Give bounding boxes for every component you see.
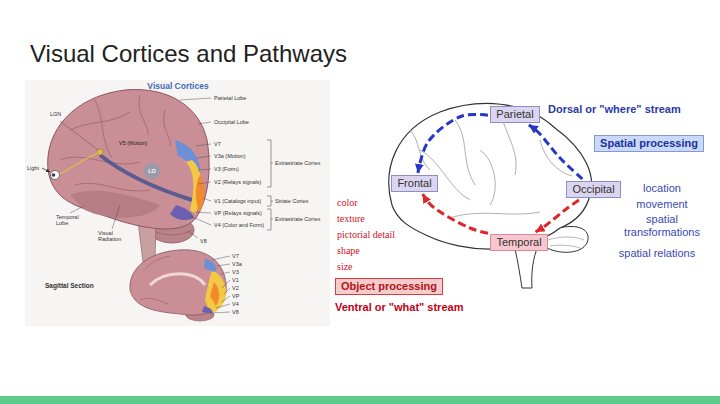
feature-item: size xyxy=(337,261,353,273)
area-label: V3 (Form) xyxy=(214,166,239,172)
input-label: Light xyxy=(27,165,39,171)
processing-box: Object processing xyxy=(335,278,443,295)
optic-tract xyxy=(58,153,98,175)
stream-arrow xyxy=(423,194,488,233)
area-v1 xyxy=(210,282,219,306)
node-text: Occipital xyxy=(572,183,614,195)
brainstem-outline xyxy=(515,246,538,288)
area-label: VP xyxy=(232,293,239,299)
slide-title: Visual Cortices and Pathways xyxy=(30,40,347,68)
lobe-box: Frontal xyxy=(391,175,438,192)
stream-arrow xyxy=(418,114,488,173)
area-v3 xyxy=(204,258,216,272)
eye xyxy=(51,171,60,180)
area-label: V7 xyxy=(214,141,221,147)
node-text: Frontal xyxy=(397,177,431,189)
cortex-group-label: Striate Cortex xyxy=(275,198,309,204)
tract-label: Visual Radiation xyxy=(98,230,130,243)
area-label: V4 (Color and Form) xyxy=(214,222,264,228)
area-label: V3a xyxy=(232,261,242,267)
gyri xyxy=(60,95,170,191)
temporal-lobe xyxy=(70,191,160,218)
nucleus-label: LGN xyxy=(50,111,61,117)
area-label: V4 xyxy=(232,301,239,307)
feature-item: texture xyxy=(337,213,365,225)
area-label: V1 xyxy=(232,277,239,283)
area-v2 xyxy=(205,270,226,314)
light-arrow xyxy=(42,168,50,172)
cortex-group-label: Extrastriate Cortex xyxy=(275,160,321,166)
stream-arrow xyxy=(529,125,583,179)
feature-item: movement xyxy=(636,198,687,211)
brain-lateral xyxy=(48,90,209,229)
feature-item: color xyxy=(337,197,358,209)
gyri xyxy=(140,256,170,304)
lobe-label: Temporal Lobe xyxy=(56,214,84,227)
feature-item: shape xyxy=(337,245,360,257)
stream-title: Dorsal or "where" stream xyxy=(548,103,681,116)
image-panel xyxy=(25,80,330,326)
area-v1 xyxy=(196,175,205,212)
leader-line xyxy=(210,256,230,313)
lobe-label: Occipital Lobe xyxy=(214,119,249,125)
node-text: Parietal xyxy=(496,108,533,120)
lobe-label: Parietal Lobe xyxy=(214,95,246,101)
stream-title: Ventral or "what" stream xyxy=(335,301,463,314)
footer-bar xyxy=(0,396,720,404)
area-label: V8 xyxy=(200,238,207,244)
feature-item: spatial relations xyxy=(619,247,695,260)
area-label: V3a (Motion) xyxy=(214,153,246,159)
area-label: LO xyxy=(148,168,156,174)
iris xyxy=(52,173,56,177)
sulci xyxy=(410,110,572,218)
area-label: V5 (Motion) xyxy=(118,140,148,146)
bracket xyxy=(267,140,273,230)
area-label: V3 xyxy=(232,269,239,275)
connector-group xyxy=(418,114,582,233)
leader-line xyxy=(60,98,211,238)
panel-title: Visual Cortices xyxy=(147,82,208,92)
feature-item: pictorial detail xyxy=(337,229,395,241)
area-v4 xyxy=(170,205,194,220)
lobe-box: Occipital xyxy=(566,181,621,198)
brain-sagittal xyxy=(130,250,226,315)
area-label: V7 xyxy=(232,253,239,259)
area-label: V8 xyxy=(232,309,239,315)
node-text: Spatial processing xyxy=(600,137,698,149)
node-text: Temporal xyxy=(496,236,541,248)
visual-radiation xyxy=(100,155,192,200)
area-label: V2 xyxy=(232,285,239,291)
area-label: V2 (Relays signals) xyxy=(214,179,261,185)
area-label: VP (Relays signals) xyxy=(214,210,262,216)
processing-box: Spatial processing xyxy=(594,135,704,152)
lobe-box: Parietal xyxy=(490,106,540,123)
feature-item: location xyxy=(643,182,681,195)
brain-outline xyxy=(389,104,592,250)
cortex-group-label: Extrastriate Cortex xyxy=(275,216,321,222)
cerebellum-fold xyxy=(548,237,584,248)
area-lo xyxy=(144,163,160,179)
stream-arrow xyxy=(536,200,579,232)
feature-item: spatial transformations xyxy=(624,213,700,238)
section-label: Sagittal Section xyxy=(45,282,94,289)
corpus-callosum xyxy=(150,274,205,285)
node-text: Object processing xyxy=(341,280,437,292)
lobe-box: Temporal xyxy=(490,234,548,251)
area-label: V1 (Catalogs input) xyxy=(214,198,261,204)
